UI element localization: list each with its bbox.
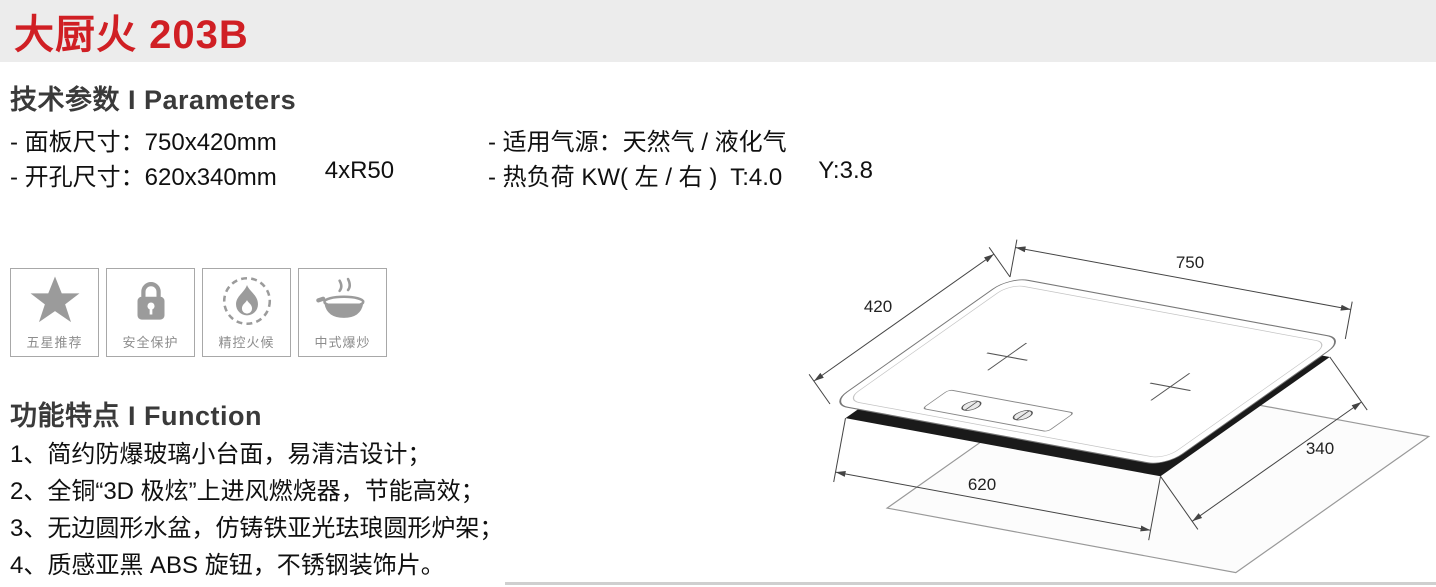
param-row-2: - 开孔尺寸：620x340mm 4xR50 - 热负荷 KW( 左 / 右 )… [10, 157, 970, 192]
function-item-3: 3、无边圆形水盆，仿铸铁亚光珐琅圆形炉架； [10, 515, 504, 542]
parameters-table: - 面板尺寸：750x420mm - 适用气源：天然气 / 液化气 - 开孔尺寸… [10, 122, 970, 192]
badge-label: 安全保护 [122, 335, 179, 350]
param-row-1: - 面板尺寸：750x420mm - 适用气源：天然气 / 液化气 [10, 122, 970, 157]
param-panel-size: - 面板尺寸：750x420mm [10, 129, 277, 156]
dim-420-label: 420 [864, 297, 892, 316]
param-corner-radius: 4xR50 [324, 157, 395, 184]
feature-badges: 五星推荐 安全保护 精控火候 [10, 268, 387, 357]
cooktop-isometric-diagram: 750 420 620 340 [808, 239, 1431, 574]
badge-label: 中式爆炒 [314, 335, 371, 350]
parameters-heading: 技术参数 I Parameters [10, 85, 297, 115]
dim-620-label: 620 [968, 475, 996, 494]
footer-rule [505, 582, 1436, 585]
badge-stir-fry: 中式爆炒 [298, 268, 387, 357]
dim-340-label: 340 [1306, 439, 1334, 458]
function-item-4: 4、质感亚黑 ABS 旋钮，不锈钢装饰片。 [10, 552, 445, 579]
product-title: 大厨火 203B [14, 13, 249, 57]
function-item-2: 2、全铜“3D 极炫”上进风燃烧器，节能高效； [10, 478, 485, 505]
param-cutout-size: - 开孔尺寸：620x340mm [10, 164, 277, 191]
badge-flame-control: 精控火候 [202, 268, 291, 357]
param-heat-load-y: Y:3.8 [818, 157, 873, 184]
dimension-lines [808, 239, 1368, 541]
dim-750-label: 750 [1176, 253, 1204, 272]
product-banner: 大厨火 203B [0, 0, 1436, 62]
function-item-1: 1、简约防爆玻璃小台面，易清洁设计； [10, 441, 432, 468]
function-list: 1、简约防爆玻璃小台面，易清洁设计； 2、全铜“3D 极炫”上进风燃烧器，节能高… [10, 436, 503, 584]
badge-label: 精控火候 [218, 335, 275, 350]
control-knobs [961, 400, 1033, 421]
badge-safety: 安全保护 [106, 268, 195, 357]
control-strip [923, 389, 1073, 432]
badge-five-star: 五星推荐 [10, 268, 99, 357]
param-heat-load: - 热负荷 KW( 左 / 右 ) T:4.0 [488, 164, 783, 191]
function-heading: 功能特点 I Function [10, 401, 262, 431]
param-gas-source: - 适用气源：天然气 / 液化气 [488, 129, 787, 156]
badge-label: 五星推荐 [26, 335, 83, 350]
